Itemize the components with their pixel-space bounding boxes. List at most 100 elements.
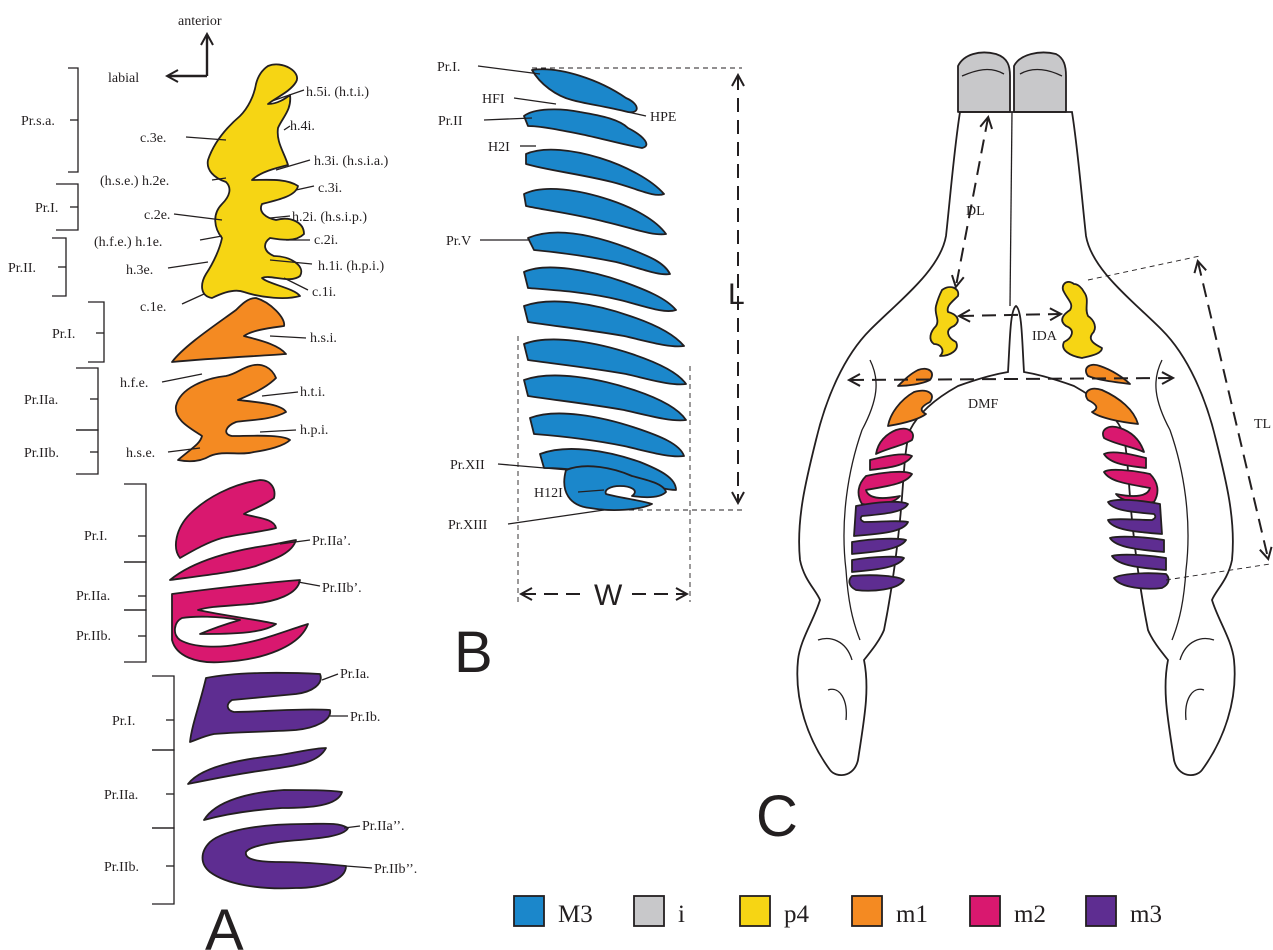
label-c2e: c.2e. xyxy=(144,208,170,223)
incisor-right xyxy=(1014,53,1066,113)
label-pr2b-m3: Pr.IIb’’. xyxy=(374,862,417,877)
m3-brackets: Pr.I. Pr.IIa. Pr.IIb. xyxy=(104,676,174,904)
label-h1i: h.1i. (h.p.i.) xyxy=(318,259,384,274)
m3-lamella xyxy=(524,189,666,234)
m2-bracket-pr1: Pr.I. xyxy=(84,529,107,544)
label-h3e: h.3e. xyxy=(126,263,153,278)
m3-tooth-d xyxy=(203,824,349,889)
p4-bracket-prsa: Pr.s.a. xyxy=(21,114,55,129)
legend-label-m3: m3 xyxy=(1130,901,1162,928)
label-b-h12i: H12I xyxy=(534,486,563,501)
label-hsi: h.s.i. xyxy=(310,331,337,346)
legend-swatch-m1 xyxy=(852,896,882,926)
legend-swatch-m3 xyxy=(1086,896,1116,926)
m3-bracket-pr2a: Pr.IIa. xyxy=(104,788,138,803)
measure-ida: IDA xyxy=(1032,329,1058,344)
measure-dl: DL xyxy=(966,204,985,219)
label-b-pr2: Pr.II xyxy=(438,114,463,129)
label-b-pr12: Pr.XII xyxy=(450,458,485,473)
right-m3 xyxy=(1108,500,1169,589)
anterior-label: anterior xyxy=(178,14,222,29)
legend-swatch-p4 xyxy=(740,896,770,926)
label-c1e: c.1e. xyxy=(140,300,166,315)
p4-brackets: Pr.s.a. Pr.I. Pr.II. xyxy=(8,68,78,296)
m3-labels: Pr.Ia. Pr.Ib. Pr.IIa’’. Pr.IIb’’. xyxy=(322,667,417,877)
legend-label-m2: m2 xyxy=(1014,901,1046,928)
label-pr2a-m2: Pr.IIa’. xyxy=(312,534,351,549)
m2-tooth-c xyxy=(172,580,308,662)
m1-brackets: Pr.I. Pr.IIa. Pr.IIb. xyxy=(24,302,104,474)
m3-tooth-a xyxy=(190,673,330,742)
label-b-pr1: Pr.I. xyxy=(437,60,460,75)
width-label: W xyxy=(594,579,623,612)
legend-label-i: i xyxy=(678,901,685,928)
label-b-h2i: H2I xyxy=(488,140,510,155)
m3-tooth-b xyxy=(188,748,326,784)
label-c3i: c.3i. xyxy=(318,181,342,196)
incisor-left xyxy=(958,53,1010,113)
panel-b: L W Pr.I. HFI HPE Pr.II H2I Pr.V Pr.XII … xyxy=(437,60,745,685)
m1-tooth-b xyxy=(176,365,290,461)
labial-label: labial xyxy=(108,71,139,86)
m2-bracket-pr2b: Pr.IIb. xyxy=(76,629,111,644)
p4-tooth-a xyxy=(202,64,304,298)
label-hse: h.s.e. xyxy=(126,446,155,461)
legend-swatch-i xyxy=(634,896,664,926)
legend-label-p4: p4 xyxy=(784,901,810,928)
label-pr1a-m3: Pr.Ia. xyxy=(340,667,370,682)
legend: M3 i p4 m1 m2 m3 xyxy=(514,896,1162,928)
label-b-hpe: HPE xyxy=(650,110,676,125)
left-p4 xyxy=(930,287,958,356)
label-pr2b-m2: Pr.IIb’. xyxy=(322,581,362,596)
label-hpi: h.p.i. xyxy=(300,423,328,438)
measure-dmf: DMF xyxy=(968,397,999,412)
legend-label-m1: m1 xyxy=(896,901,928,928)
label-b-pr13: Pr.XIII xyxy=(448,518,488,533)
legend-swatch-m3 xyxy=(514,896,544,926)
measure-tl: TL xyxy=(1254,417,1271,432)
m1-bracket-pr2b: Pr.IIb. xyxy=(24,446,59,461)
m3-bracket-pr1: Pr.I. xyxy=(112,714,135,729)
panel-b-letter: B xyxy=(454,620,493,685)
length-label: L xyxy=(728,278,745,311)
label-hfe: h.f.e. xyxy=(120,376,148,391)
label-h2i: h.2i. (h.s.i.p.) xyxy=(292,210,367,225)
m1-bracket-pr2a: Pr.IIa. xyxy=(24,393,58,408)
panel-a-letter: A xyxy=(205,898,244,950)
p4-bracket-pr1: Pr.I. xyxy=(35,201,58,216)
right-p4 xyxy=(1062,282,1102,358)
right-m1 xyxy=(1086,365,1138,424)
m3-lamella xyxy=(524,109,646,148)
label-h3i: h.3i. (h.s.i.a.) xyxy=(314,154,389,169)
m1-bracket-pr1: Pr.I. xyxy=(52,327,75,342)
m2-brackets: Pr.I. Pr.IIa. Pr.IIb. xyxy=(76,484,146,662)
label-pr1b-m3: Pr.Ib. xyxy=(350,710,380,725)
label-hti: h.t.i. xyxy=(300,385,325,400)
right-tooth-row xyxy=(1062,282,1168,589)
legend-swatch-m2 xyxy=(970,896,1000,926)
label-h5i: h.5i. (h.t.i.) xyxy=(306,85,369,100)
legend-label-m3: M3 xyxy=(558,901,593,928)
panel-a: anterior labial Pr.s.a. Pr.I. Pr.II. xyxy=(8,14,417,950)
m3-bracket-pr2b: Pr.IIb. xyxy=(104,860,139,875)
m3-tooth-c xyxy=(204,790,342,820)
label-b-pr5: Pr.V xyxy=(446,234,471,249)
m1-tooth-a xyxy=(172,298,286,362)
left-tooth-row xyxy=(849,287,958,591)
p4-bracket-pr2: Pr.II. xyxy=(8,261,36,276)
label-h4i: h.4i. xyxy=(290,119,315,134)
label-pr2a-m3: Pr.IIa’’. xyxy=(362,819,405,834)
panel-c-letter: C xyxy=(756,784,798,849)
left-m3 xyxy=(849,502,908,591)
orientation-arrows: anterior labial xyxy=(108,14,222,86)
label-h1e: (h.f.e.) h.1e. xyxy=(94,235,162,250)
m3-lamellae xyxy=(524,69,686,510)
label-c3e: c.3e. xyxy=(140,131,166,146)
m3-lamella xyxy=(532,69,637,112)
label-b-hfi: HFI xyxy=(482,92,505,107)
label-h2e: (h.s.e.) h.2e. xyxy=(100,174,169,189)
left-m1 xyxy=(888,369,932,426)
label-c1i: c.1i. xyxy=(312,285,336,300)
mandible-outline xyxy=(797,112,1234,775)
